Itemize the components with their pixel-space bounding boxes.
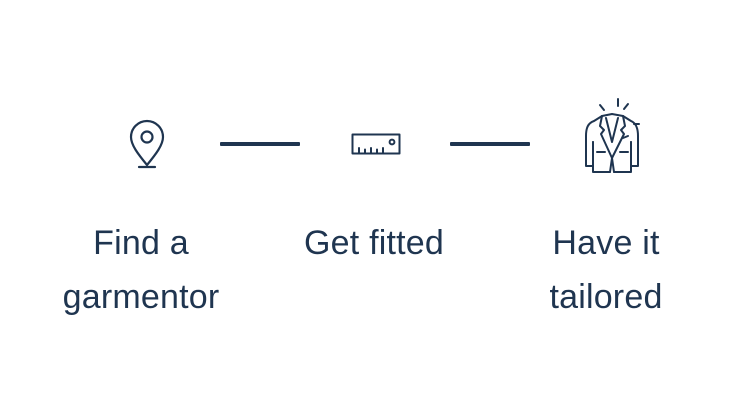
step-label-line: Get fitted [304,224,444,262]
step-label-find-garmentor: Find a garmentor [31,216,251,324]
ruler-icon [351,133,401,155]
step-label-line: tailored [549,278,663,316]
step-label-line: Find a [93,224,189,262]
step-connector-2 [450,142,530,146]
step-label-line: Have it [552,224,660,262]
step-label-line: garmentor [62,278,220,316]
suit-jacket-icon [578,96,644,176]
map-pin-icon [124,118,170,172]
step-label-have-it-tailored: Have it tailored [496,216,716,324]
step-connector-1 [220,142,300,146]
step-label-get-fitted: Get fitted [264,216,484,270]
